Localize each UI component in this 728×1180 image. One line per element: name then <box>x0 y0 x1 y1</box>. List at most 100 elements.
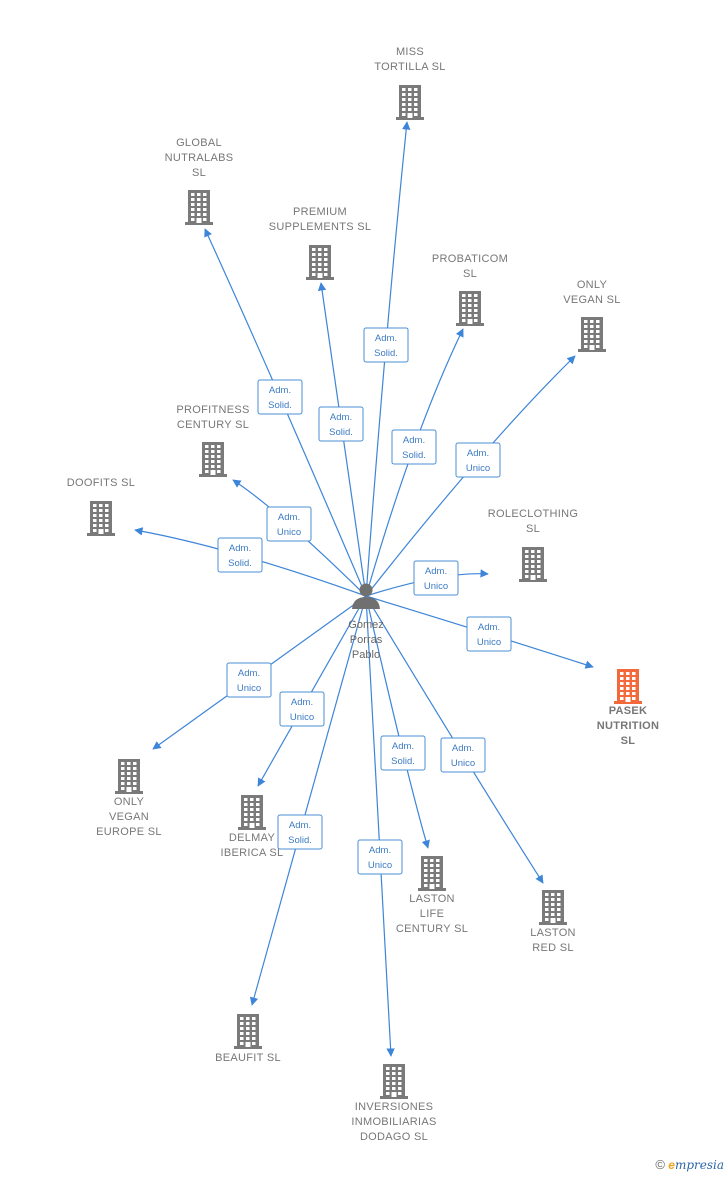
role-text: Solid. <box>391 756 415 767</box>
building-icon[interactable] <box>456 291 484 326</box>
role-badge-pasek-nutrition: Adm.Unico <box>466 616 512 652</box>
company-node-probaticom[interactable]: PROBATICOM SL <box>432 253 508 326</box>
company-name-line: CENTURY SL <box>177 419 249 431</box>
building-icon[interactable] <box>306 245 334 280</box>
role-badge-premium-supplements: Adm.Solid. <box>318 406 364 442</box>
company-name-line: SL <box>621 735 636 747</box>
company-name-line: INMOBILIARIAS <box>351 1116 436 1128</box>
role-text: Adm. <box>269 385 291 396</box>
brand-logo-text: mpresia <box>674 1158 724 1172</box>
role-text: Unico <box>290 712 314 723</box>
company-node-roleclothing[interactable]: ROLECLOTHING SL <box>488 508 578 582</box>
building-icon[interactable] <box>199 442 227 477</box>
building-icon[interactable] <box>418 856 446 891</box>
building-icon[interactable] <box>185 190 213 225</box>
company-name-line: SL <box>192 167 206 179</box>
building-icon[interactable] <box>115 759 143 794</box>
role-text: Solid. <box>228 558 252 569</box>
company-name-line: ONLY <box>114 796 145 808</box>
company-name-line: CENTURY SL <box>396 923 468 935</box>
company-name-line: ROLECLOTHING <box>488 508 578 520</box>
building-icon[interactable] <box>238 795 266 830</box>
company-name-line: SL <box>463 268 477 280</box>
company-name-line: INVERSIONES <box>355 1101 434 1113</box>
company-node-inversiones-inmobiliarias-dodago[interactable]: INVERSIONES INMOBILIARIAS DODAGO SL <box>351 1064 436 1143</box>
role-badge-profitness-century: Adm. Unico <box>266 506 312 542</box>
person-icon <box>352 583 380 609</box>
role-text: Unico <box>277 527 301 538</box>
company-name-line: BEAUFIT SL <box>215 1052 281 1064</box>
role-badge-miss-tortilla: Adm.Solid. <box>363 327 409 363</box>
building-icon[interactable] <box>396 85 424 120</box>
role-badge-laston-red: Adm. Unico <box>440 737 486 773</box>
company-name-line: PASEK <box>609 705 648 717</box>
company-name-line: DOOFITS SL <box>67 477 135 489</box>
role-badge-doofits: Adm.Solid. <box>217 537 263 573</box>
role-badge-beaufit: Adm. Solid. <box>277 814 323 850</box>
edge-beaufit <box>249 595 367 1006</box>
building-icon[interactable] <box>539 890 567 925</box>
role-text: Adm. <box>478 622 500 633</box>
role-text: Solid. <box>268 400 292 411</box>
company-name-line: EUROPE SL <box>96 826 162 838</box>
person-name-line: Gomez <box>348 619 383 631</box>
role-text: Solid. <box>288 835 312 846</box>
company-name-line: SUPPLEMENTS SL <box>269 221 372 233</box>
company-name-line: VEGAN <box>109 811 149 823</box>
role-text: Adm. <box>392 741 414 752</box>
role-text: Unico <box>237 683 261 694</box>
company-name-line: DELMAY <box>229 832 276 844</box>
role-text: Adm. <box>278 512 300 523</box>
company-node-doofits[interactable]: DOOFITS SL <box>67 477 135 536</box>
role-text: Adm. <box>452 743 474 754</box>
company-node-only-vegan-europe[interactable]: ONLY VEGAN EUROPE SL <box>96 759 162 838</box>
company-name-line: SL <box>526 523 540 535</box>
role-text: Adm. <box>369 845 391 856</box>
building-icon[interactable] <box>87 501 115 536</box>
role-text: Adm. <box>238 668 260 679</box>
role-text: Adm. <box>375 333 397 344</box>
company-node-beaufit[interactable]: BEAUFIT SL <box>215 1014 281 1064</box>
role-text: Solid. <box>402 450 426 461</box>
role-text: Unico <box>424 581 448 592</box>
building-icon[interactable] <box>234 1014 262 1049</box>
role-text: Adm. <box>289 820 311 831</box>
role-text: Adm. <box>330 412 352 423</box>
company-name-line: DODAGO SL <box>360 1131 428 1143</box>
role-text: Adm. <box>403 435 425 446</box>
company-node-laston-life-century[interactable]: LASTON LIFE CENTURY SL <box>396 856 468 935</box>
building-icon[interactable] <box>614 669 642 704</box>
role-badge-global-nutralabs: Adm. Solid. <box>257 379 303 415</box>
company-name-line: LASTON <box>409 893 455 905</box>
building-icon[interactable] <box>578 317 606 352</box>
role-text: Unico <box>451 758 475 769</box>
company-name-line: GLOBAL <box>176 137 222 149</box>
company-name-line: PROBATICOM <box>432 253 508 265</box>
role-text: Unico <box>368 860 392 871</box>
brand-logo-initial: e <box>668 1158 675 1172</box>
building-icon[interactable] <box>380 1064 408 1099</box>
company-node-delmay-iberica[interactable]: DELMAY IBERICA SL <box>221 795 284 859</box>
company-name-line: VEGAN SL <box>563 294 620 306</box>
company-name-line: PREMIUM <box>293 206 347 218</box>
role-text: Adm. <box>467 448 489 459</box>
company-node-premium-supplements[interactable]: PREMIUM SUPPLEMENTS SL <box>269 206 372 280</box>
role-text: Adm. <box>425 566 447 577</box>
footer-brand: © empresia <box>655 1157 724 1172</box>
copyright-symbol: © <box>655 1157 665 1172</box>
company-name-line: LIFE <box>420 908 444 920</box>
role-badge-laston-life-century: Adm. Solid. <box>380 735 426 771</box>
role-badge-roleclothing: Adm. Unico <box>413 560 459 596</box>
company-name-line: TORTILLA SL <box>374 61 445 73</box>
company-name-line: RED SL <box>532 942 574 954</box>
building-icon[interactable] <box>519 547 547 582</box>
company-name-line: IBERICA SL <box>221 847 284 859</box>
